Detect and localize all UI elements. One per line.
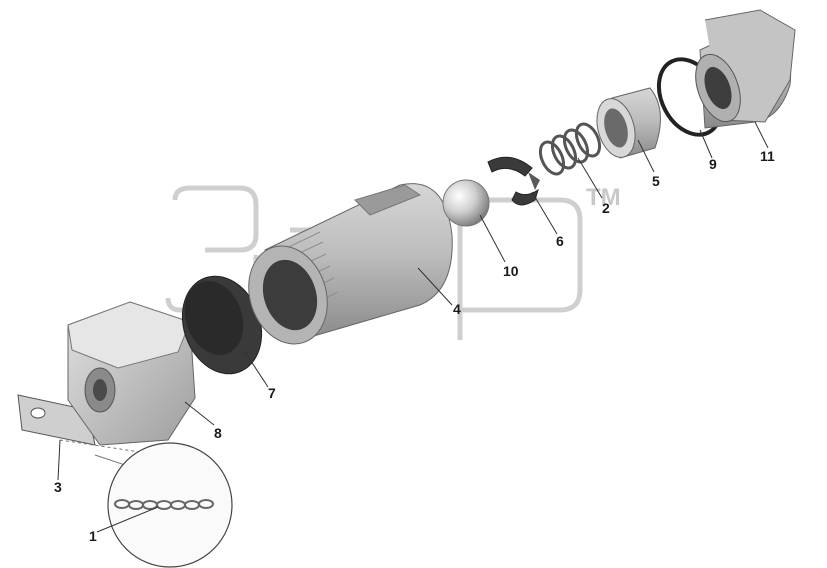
callout-4: 4 [453, 301, 461, 317]
callout-2: 2 [602, 200, 610, 216]
leader-lines [57, 121, 769, 533]
callout-6: 6 [556, 233, 564, 249]
callout-5: 5 [652, 173, 660, 189]
callout-3: 3 [54, 479, 62, 495]
part-sleeve [596, 87, 661, 159]
part-spring [538, 122, 602, 176]
part-ball [442, 179, 490, 227]
part-ball-cage [487, 156, 540, 206]
callout-8: 8 [214, 425, 222, 441]
trademark-mark: TM [586, 184, 621, 211]
part-threaded-body [248, 183, 453, 345]
part-gasket [181, 275, 263, 375]
callout-7: 7 [268, 385, 276, 401]
part-hex-cap-nut [67, 301, 196, 446]
part-chain-magnifier [59, 439, 233, 568]
callout-11: 11 [760, 148, 775, 164]
callout-9: 9 [709, 156, 717, 172]
callout-10: 10 [503, 263, 519, 279]
callout-1: 1 [89, 528, 97, 544]
part-hex-fitting [695, 9, 796, 129]
